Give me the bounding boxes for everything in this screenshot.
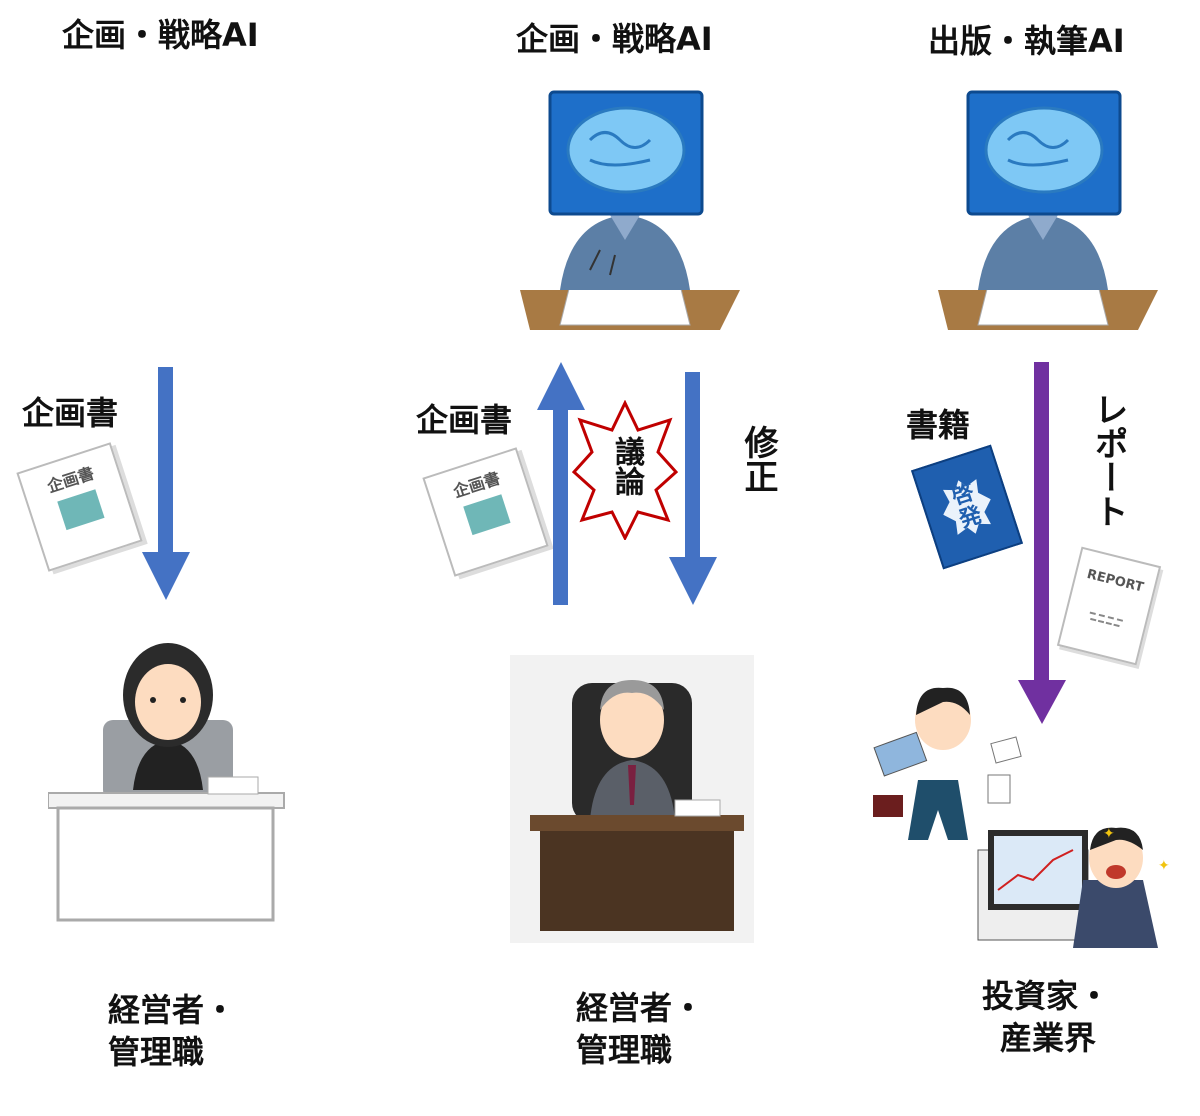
arrow-down-to-investors <box>1018 362 1066 724</box>
column1-title: 企画・戦略AI <box>62 16 259 54</box>
svg-text:✦: ✦ <box>1158 858 1170 874</box>
column1-bottom-line1: 経営者・ <box>108 991 237 1029</box>
book-icon: 啓発 <box>910 444 1024 570</box>
investors-industry-illustration: ✦ ✦ <box>873 687 1170 948</box>
plan-document-icon: 企画書 <box>16 442 143 572</box>
report-icon: REPORT <box>1056 546 1162 666</box>
column2-bottom-label: 経営者・ 管理職 <box>576 988 704 1071</box>
discussion-burst <box>572 400 678 540</box>
ai-author-illustration <box>938 90 1158 330</box>
column1-bottom-label: 経営者・ 管理職 <box>108 990 236 1073</box>
arrow-down-revision <box>669 372 717 605</box>
svg-text:✦: ✦ <box>1103 826 1115 842</box>
column2-title: 企画・戦略AI <box>516 20 713 58</box>
plan-document-icon-2: 企画書 <box>422 447 549 577</box>
discussion-label: 議論 <box>609 436 644 496</box>
female-manager-illustration <box>48 643 285 922</box>
column3-bottom-line1: 投資家・ <box>982 977 1111 1015</box>
column3-bottom-label: 投資家・ 産業界 <box>982 976 1110 1059</box>
column1-doc-label: 企画書 <box>22 394 119 432</box>
arrow-up-to-ai <box>537 362 585 605</box>
arrow-down-to-manager <box>142 367 190 600</box>
column2-bottom-line1: 経営者・ <box>576 989 705 1027</box>
column3-title: 出版・執筆AI <box>928 22 1125 60</box>
revision-label: 修正 <box>738 425 778 493</box>
column3-bottom-line2: 産業界 <box>1000 1018 1097 1057</box>
report-label: レポート <box>1088 392 1128 528</box>
column2-bottom-line2: 管理職 <box>576 1030 673 1069</box>
male-executive-illustration <box>510 655 754 943</box>
book-label: 書籍 <box>906 406 971 444</box>
book-icon-text: 啓発 <box>935 472 1000 541</box>
column2-doc-label: 企画書 <box>416 401 513 439</box>
column1-bottom-line2: 管理職 <box>108 1032 205 1071</box>
ai-writer-illustration <box>520 90 740 330</box>
report-icon-text: REPORT <box>1085 566 1146 596</box>
